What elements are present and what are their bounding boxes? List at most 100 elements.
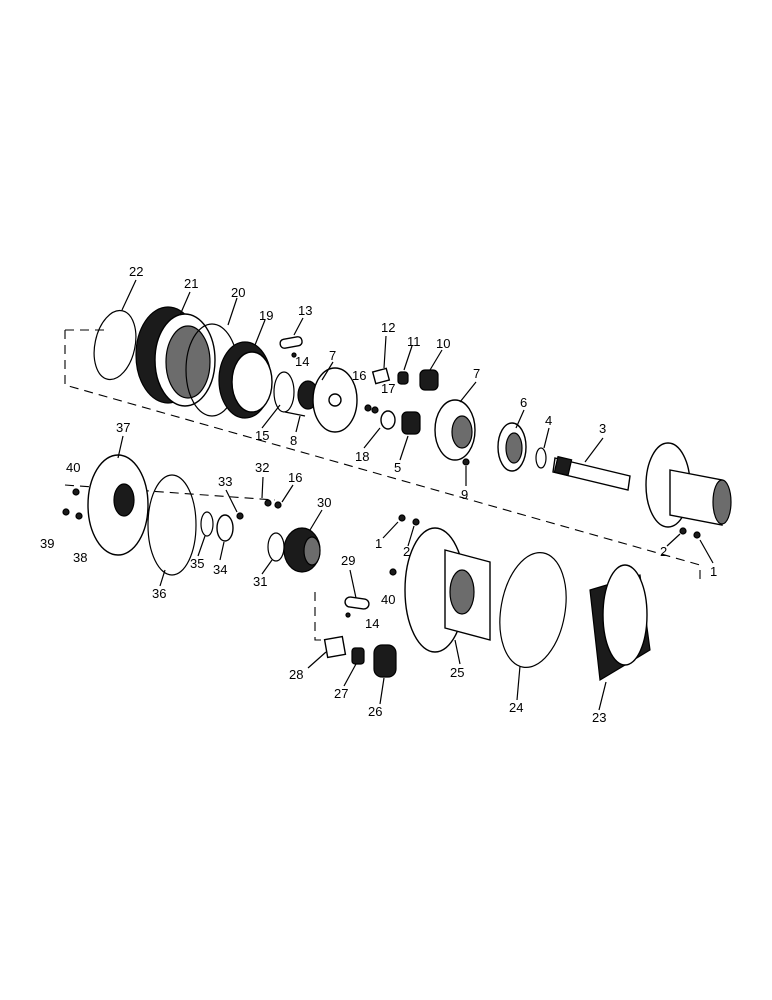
- callout-6: 6: [520, 395, 527, 410]
- callout-3: 3: [599, 421, 606, 436]
- ring-gear-inner: [165, 325, 211, 399]
- part-8-bolt: [284, 411, 306, 417]
- callout-22: 22: [129, 264, 143, 279]
- callout-35: 35: [190, 556, 204, 571]
- callout-24: 24: [509, 700, 523, 715]
- callout-30: 30: [317, 495, 331, 510]
- leader-lines: [117, 279, 714, 711]
- callout-5: 5: [394, 460, 401, 475]
- lower-pin-axis: [314, 592, 340, 641]
- part-7-carrier-left: [297, 367, 358, 433]
- part-25-hub: [404, 527, 491, 653]
- part-17-washer: [371, 406, 379, 414]
- leader-22: [121, 279, 137, 311]
- snap-ring-shape: [93, 309, 137, 381]
- part-35-washer: [200, 511, 214, 537]
- callout-1-lower: 1: [375, 536, 382, 551]
- pin-shape: [279, 336, 303, 349]
- callout-16-upper: 16: [352, 368, 366, 383]
- callout-28: 28: [289, 667, 303, 682]
- part-30-sun-gear: [283, 527, 321, 573]
- leader-21: [179, 291, 191, 316]
- leader-18: [363, 427, 381, 449]
- part-24-gasket: [499, 552, 567, 668]
- part-9-screw: [462, 458, 470, 466]
- callout-20: 20: [231, 285, 245, 300]
- part-1-screw-lower: [398, 514, 406, 522]
- callout-21: 21: [184, 276, 198, 291]
- leader-2b: [666, 533, 681, 547]
- leader-26: [379, 677, 385, 705]
- callout-31: 31: [253, 574, 267, 589]
- leader-7a: [321, 361, 334, 381]
- callout-32: 32: [255, 460, 269, 475]
- upper-assembly-boundary: [64, 330, 701, 580]
- leader-5: [399, 435, 409, 461]
- part-14-ball-upper: [291, 352, 297, 358]
- callout-37: 37: [116, 420, 130, 435]
- leader-29: [349, 569, 357, 599]
- leader-4: [543, 427, 550, 449]
- part-12-plate: [371, 367, 391, 385]
- part-36-gasket: [147, 474, 197, 576]
- part-27-spacer: [351, 647, 365, 665]
- callout-19: 19: [259, 308, 273, 323]
- leader-36: [159, 569, 166, 587]
- part-6-seal: [497, 422, 527, 472]
- part-29-pin: [344, 596, 370, 610]
- part-2-washer-right: [679, 527, 687, 535]
- sun-gear-face: [303, 536, 321, 566]
- leader-8: [295, 415, 301, 433]
- shaft-spline: [553, 455, 573, 477]
- part-11-spacer: [397, 371, 409, 385]
- leader-2a: [407, 525, 415, 547]
- callout-2-lower: 2: [403, 544, 410, 559]
- carrier-bore: [451, 415, 473, 449]
- leader-1a: [382, 521, 399, 539]
- spindle-housing: [645, 442, 732, 528]
- part-15-ring: [273, 371, 295, 413]
- leader-16b: [281, 484, 294, 503]
- leader-12: [383, 335, 387, 369]
- leader-20: [227, 297, 238, 326]
- leader-19: [254, 319, 266, 346]
- spindle-end: [712, 479, 732, 525]
- callout-7-right: 7: [473, 366, 480, 381]
- part-28-thrust-plate: [323, 635, 347, 659]
- ring-gear-rim: [602, 564, 648, 666]
- carrier-hole: [328, 393, 342, 407]
- leader-34: [219, 541, 225, 561]
- seal-inner: [505, 432, 523, 464]
- leader-23: [598, 681, 607, 711]
- leader-7b: [459, 381, 477, 403]
- callout-1-right: 1: [710, 564, 717, 579]
- leader-25: [454, 639, 461, 665]
- callout-38: 38: [73, 550, 87, 565]
- callout-39: 39: [40, 536, 54, 551]
- part-26-planet-gear: [373, 644, 397, 678]
- leader-32: [261, 476, 264, 499]
- leader-24: [516, 665, 521, 701]
- part-16-screw: [364, 404, 372, 412]
- part-10-roller: [419, 369, 439, 391]
- leader-1b: [699, 539, 714, 564]
- part-2-washer-lower: [412, 518, 420, 526]
- part-32-screw: [264, 499, 272, 507]
- cover-hub: [113, 483, 135, 517]
- leader-30: [309, 509, 323, 531]
- callout-8: 8: [290, 433, 297, 448]
- part-40-screw-right: [389, 568, 397, 576]
- callout-40-left: 40: [66, 460, 80, 475]
- leader-27: [343, 663, 357, 687]
- leader-28: [307, 651, 327, 669]
- callout-9: 9: [461, 487, 468, 502]
- callout-12: 12: [381, 320, 395, 335]
- leader-3: [584, 437, 604, 463]
- callout-7-left: 7: [329, 348, 336, 363]
- callout-40-right: 40: [381, 592, 395, 607]
- callout-14-upper: 14: [295, 354, 309, 369]
- callout-36: 36: [152, 586, 166, 601]
- callout-10: 10: [436, 336, 450, 351]
